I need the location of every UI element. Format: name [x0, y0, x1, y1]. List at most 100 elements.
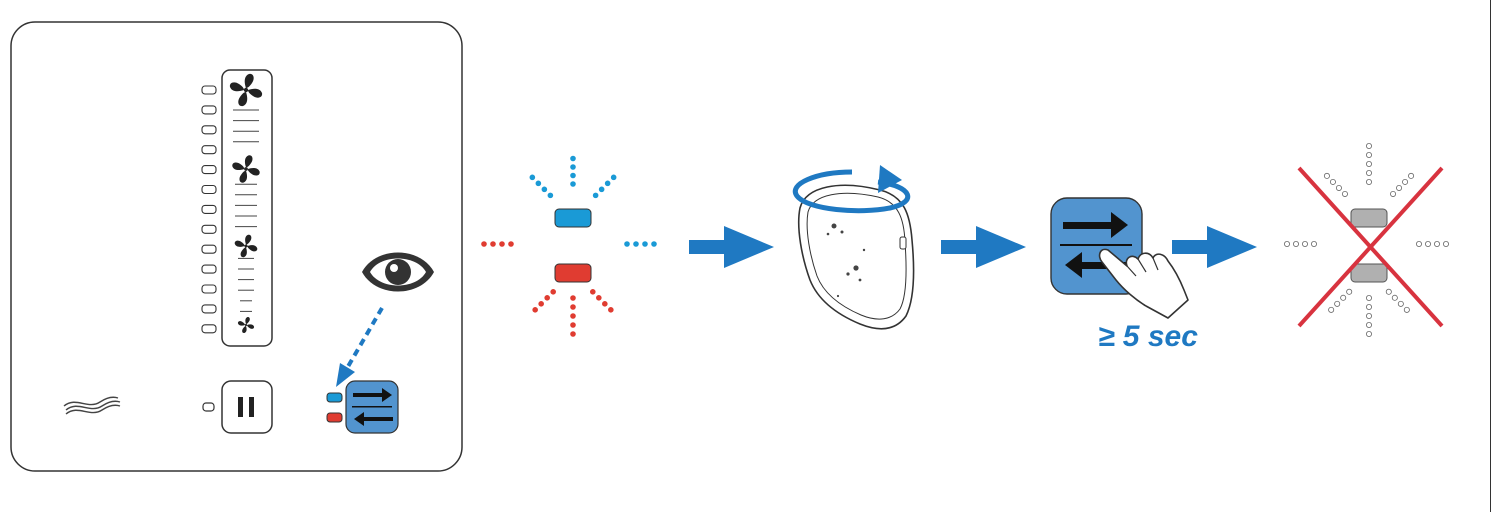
indicator-led [201, 145, 217, 155]
ray-dot [604, 180, 611, 187]
ray-dot [1416, 240, 1423, 247]
fan-speed-slider[interactable] [221, 69, 273, 347]
ray-dot [508, 241, 514, 247]
ray-dot [1284, 240, 1291, 247]
ray-dot [1366, 151, 1373, 158]
ray-dot [570, 181, 576, 187]
look-arrow [336, 306, 384, 387]
ray-dot [1385, 288, 1392, 295]
blink-rays-red [532, 288, 614, 337]
ray-dot [1293, 240, 1300, 247]
indicator-led [201, 204, 217, 214]
step-arrow [1172, 226, 1257, 268]
swap-arrows-icon [352, 388, 393, 426]
ray-dot [592, 192, 599, 199]
ray-dot [538, 301, 544, 307]
ray-dot [1311, 240, 1318, 247]
ray-dot [1366, 330, 1373, 337]
slider-ticks [233, 109, 259, 312]
ray-dot [651, 241, 657, 247]
ray-dot [1391, 294, 1398, 301]
led-off-bottom [1350, 263, 1388, 283]
ray-dot [535, 180, 542, 187]
ray-dot [532, 307, 538, 313]
ray-dot [596, 295, 602, 301]
step-arrow [689, 226, 774, 268]
wave-icon [63, 396, 121, 415]
ray-dot [610, 174, 617, 181]
ray-dot [608, 307, 614, 313]
ray-dot [1329, 178, 1336, 185]
blinking-led-red [554, 263, 592, 283]
cross-icon [1297, 166, 1444, 328]
pause-led [202, 402, 215, 412]
ray-dot [570, 313, 576, 319]
indicator-led [201, 85, 217, 95]
ray-dot [1402, 178, 1409, 185]
hand-press-icon [1098, 248, 1189, 319]
blinking-leds [481, 155, 657, 337]
ray-dot [598, 186, 605, 193]
mode-led-red [326, 412, 343, 423]
ray-dot [1366, 169, 1373, 176]
indicator-led [201, 165, 217, 175]
ray-dot [570, 295, 576, 301]
blinking-led-blue [554, 208, 592, 228]
step-arrow [941, 226, 1026, 268]
leds-off [1284, 142, 1450, 337]
ray-dot [1403, 306, 1410, 313]
ray-dot [570, 155, 576, 162]
ray-dot [1366, 303, 1373, 310]
indicator-led [201, 184, 217, 195]
rotate-icon [792, 165, 911, 214]
ray-dot [1302, 240, 1309, 247]
ray-dot [1323, 172, 1330, 179]
ray-dot [570, 172, 576, 179]
ray-dot [1366, 160, 1373, 167]
ray-dot [541, 186, 548, 193]
ray-dot [1340, 294, 1347, 301]
ray-dot [499, 241, 505, 247]
ray-dot [1366, 178, 1373, 185]
hold-duration-label: ≥ 5 sec [1098, 320, 1198, 353]
blink-rays-blue [481, 155, 657, 247]
ray-dot [589, 288, 596, 295]
ray-dot [570, 304, 576, 310]
ray-dot [570, 331, 576, 337]
led-off-top [1350, 208, 1388, 228]
ray-dot [1328, 306, 1335, 313]
ray-dot [1366, 294, 1373, 301]
indicator-column [201, 85, 217, 334]
ray-dot [481, 241, 487, 247]
ray-dot [570, 164, 576, 170]
mode-led-blue [326, 392, 343, 403]
ray-dot [547, 192, 554, 199]
indicator-led [201, 244, 217, 254]
eye-icon [362, 252, 434, 292]
ray-dot [1366, 312, 1373, 319]
indicator-led [201, 304, 217, 314]
off-rays [1284, 142, 1450, 337]
pause-button[interactable] [221, 380, 273, 434]
indicator-led [201, 284, 217, 294]
ray-dot [1397, 300, 1404, 307]
ray-dot [570, 322, 576, 328]
slider-frame[interactable] [221, 69, 273, 347]
ray-dot [1341, 190, 1348, 197]
ray-dot [544, 295, 550, 301]
ray-dot [642, 241, 648, 247]
indicator-led [201, 125, 217, 135]
ray-dot [633, 241, 639, 247]
ray-dot [529, 174, 536, 181]
ray-dot [624, 241, 630, 247]
ray-dot [1443, 240, 1450, 247]
ray-dot [1390, 190, 1397, 197]
ray-dot [1346, 288, 1353, 295]
page-border [1490, 0, 1491, 512]
ray-dot [1396, 184, 1403, 191]
ray-dot [602, 301, 608, 307]
swap-button[interactable] [345, 380, 399, 434]
ray-dot [1335, 184, 1342, 191]
pause-icon [238, 397, 254, 417]
